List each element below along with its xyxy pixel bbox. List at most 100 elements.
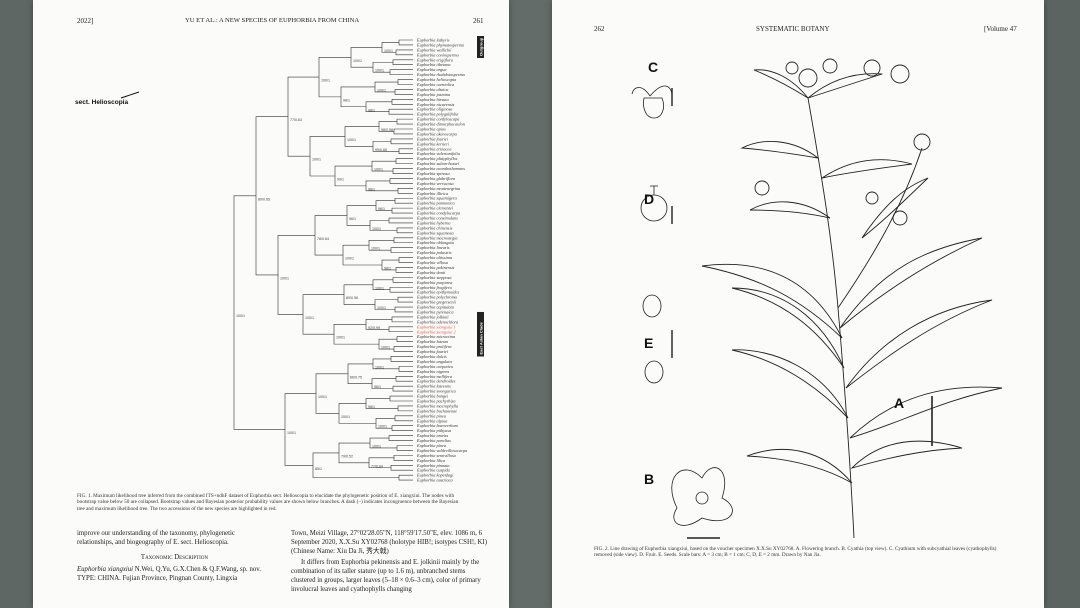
support-value: 100/1 [378,425,387,429]
species-paragraph: Euphorbia xiangxiui N.Wei, Q.Yu, G.X.Che… [77,566,272,584]
taxon-label: Euphorbia chinensis [416,225,453,230]
support-value: 78/0.64 [317,237,329,241]
support-value: 98/1 [368,187,375,191]
taxon-label: Euphorbia polychroma [416,295,457,300]
support-value: 77/0.64 [371,464,383,468]
taxon-label: Euphorbia adenochlora [416,319,458,324]
taxon-label: Euphorbia luteum [416,339,448,344]
page-261[interactable]: 2022] YU ET AL.: A NEW SPECIES OF EUPHOR… [33,0,509,608]
taxon-label: Euphorbia erinacea [416,146,452,151]
support-value: 79/0.52 [341,454,353,458]
support-value: 92/0.99 [368,326,380,330]
taxon-label: Euphorbia xiangxiui 1 [416,324,456,329]
taxon-label: Euphorbia hyberna [416,220,451,225]
taxon-label: Euphorbia pinea [416,413,446,418]
support-value: 99/0.66 [375,148,387,152]
taxon-label: Euphorbia stepposa [416,275,452,280]
diagnosis-paragraph: It differs from Euphorbia pekinensis and… [291,559,481,593]
support-value: 66/0.75 [350,375,362,379]
cyathium-detail-c [631,85,673,119]
taxon-label: Euphorbia lilica [416,458,445,463]
support-value: 77/0.63 [290,118,302,122]
support-value: 98/1 [368,405,375,409]
section-arrow [120,91,140,99]
taxon-label: Euphorbia bungei [416,394,449,399]
support-value: 100/1 [377,88,386,92]
support-value: 96/1 [378,207,385,211]
support-value: 100/1 [384,49,393,53]
support-value: 100/1 [312,158,321,162]
support-value: 100/1 [374,168,383,172]
flowering-branch [701,58,1003,539]
outgroup-bar: Outgroup [477,36,484,58]
paragraph: improve our understanding of the taxonom… [77,530,235,546]
taxon-label: Euphorbia dulcis [416,354,447,359]
taxon-label: Euphorbia altaica [416,87,448,92]
svg-text:East Asian Clade: East Asian Clade [479,321,484,354]
support-value: 100/1 [377,306,386,310]
taxon-label: Euphorbia coniosperma [416,52,459,57]
taxon-label: Euphorbia pannonica [416,201,455,206]
taxon-label: Euphorbia villosa [416,260,448,265]
taxon-label: Euphorbia phymatosperma [416,42,464,47]
support-value: 98/1 [343,98,350,102]
support-value: 96/1 [349,217,356,221]
east-asian-clade-bar: East Asian Clade [477,311,484,357]
taxon-label: Euphorbia rhabdotosperma [416,72,465,77]
taxon-label: Euphorbia kerneri [416,141,450,146]
taxon-label: Euphorbia gregersenii [416,300,457,305]
support-value: 100/1 [353,59,362,63]
right-column: Town, Meizi Village, 27°02'28.05"N, 118°… [291,530,487,595]
taxon-label: Euphorbia nicaeensis [416,102,455,107]
support-value: 100/1 [375,69,384,73]
taxon-label: Euphorbia carpatica [416,364,453,369]
taxon-label: Euphorbia lathyris [416,38,450,43]
taxon-label: Euphorbia acanthothamnos [416,166,465,171]
support-value: 89/0.56 [346,296,358,300]
support-value: 96/1 [374,385,381,389]
left-column: improve our understanding of the taxonom… [77,530,272,584]
taxon-label: Euphorbia oliginosa [416,107,452,112]
taxon-label: Euphorbia wallichii [416,47,452,52]
taxon-label: Euphorbia xiangxiui 2 [416,329,457,334]
panel-label-e: E [644,335,653,351]
taxon-label: Euphorbia alpina [416,418,447,423]
taxon-label: Euphorbia epithymoides [416,290,459,295]
panel-label-b: B [644,471,654,487]
header-running-title: YU ET AL.: A NEW SPECIES OF EUPHORBIA FR… [185,17,360,24]
taxon-label: Euphorbia buchanenae [416,408,457,413]
taxon-label: Euphorbia pithyusa [416,428,451,433]
taxon-label: Euphorbia micractina [416,334,455,339]
taxon-label: Euphorbia erigiflora [416,57,453,62]
taxon-label: Euphorbia dimorphocaulon [416,122,465,127]
taxon-label: Euphorbia lateeans [416,384,451,389]
support-value: 80/0.65 [258,197,270,201]
taxon-label: Euphorbia nigrens [416,369,450,374]
svg-text:Outgroup: Outgroup [479,37,484,56]
support-value: 98/0.98 [381,128,393,132]
taxon-label: Euphorbia fauriei [416,349,449,354]
support-value: 100/1 [336,336,345,340]
taxon-label: Euphorbia carniolica [416,82,454,87]
taxon-label: Euphorbia argua [416,67,447,72]
taxon-label: Euphorbia macrophylla [416,403,458,408]
tree-branches [233,39,413,481]
taxon-label: Euphorbia squamigera [416,196,457,201]
botanical-line-drawing: C D E B A [631,58,1003,539]
species-name: Euphorbia xiangxiui [77,566,134,574]
page-262[interactable]: 262 SYSTEMATIC BOTANY [Volume 47 [552,0,1044,608]
support-value: 100/1 [347,138,356,142]
taxon-label: Euphorbia cordyloscapa [416,117,459,122]
taxon-label: Euphorbia jolkinii [416,314,449,319]
header-volume: [Volume 47 [984,25,1017,33]
taxon-label: Euphorbia austriaca [416,478,453,483]
taxon-label: Euphorbia dendroides [416,379,456,384]
taxon-label: Euphorbia fragifera [416,285,452,290]
taxon-label: Euphorbia prolifera [416,344,452,349]
support-value: 100/1 [305,316,314,320]
panel-label-a: A [894,395,904,411]
taxon-label: Euphorbia apios [416,127,446,132]
paragraph: Town, Meizi Village, 27°02'28.05"N, 118°… [291,530,487,555]
taxon-label: Euphorbia squamosa [416,230,454,235]
